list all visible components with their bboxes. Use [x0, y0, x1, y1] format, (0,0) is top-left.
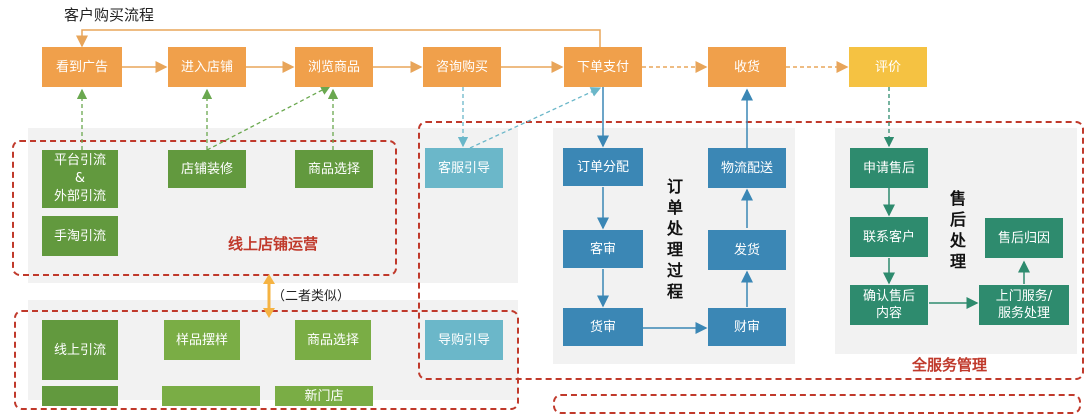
apply-after-sales-box: 申请售后: [850, 148, 928, 188]
confirm-after-sales-box: 确认售后 内容: [850, 285, 928, 325]
browse-step: 浏览商品: [295, 47, 373, 87]
goods-review-box: 货审: [563, 308, 643, 346]
similar-note: （二者类似）: [272, 289, 351, 304]
online-shop-label: 线上店铺运营: [228, 235, 319, 253]
connector-lines: [76, 29, 1030, 334]
consult-step: 咨询购买: [423, 47, 501, 87]
new-store-box: 新门店: [275, 386, 373, 406]
platform-traffic-box: 平台引流 & 外部引流: [42, 150, 118, 208]
offline-product-select-box: 商品选择: [295, 320, 371, 360]
service-guide-box: 客服引导: [425, 148, 503, 188]
order-pay-step: 下单支付: [564, 47, 642, 87]
full-service-dashed-region: [418, 121, 1084, 380]
shop-decor-box: 店铺装修: [168, 150, 246, 188]
full-service-label: 全服务管理: [912, 356, 988, 374]
offline-lower-box: [162, 386, 260, 406]
finance-review-box: 财审: [708, 308, 786, 346]
sample-display-box: 样品摆样: [164, 320, 240, 360]
receive-step: 收货: [708, 47, 786, 87]
online-dashed-region: [12, 140, 397, 276]
ship-box: 发货: [708, 230, 786, 270]
enter-shop-step: 进入店铺: [168, 47, 246, 87]
review-step: 评价: [849, 47, 927, 87]
contact-customer-box: 联系客户: [850, 217, 928, 257]
product-select-box: 商品选择: [295, 150, 373, 188]
see-ad-step: 看到广告: [42, 47, 122, 87]
taobao-traffic-box: 手淘引流: [42, 216, 118, 256]
sales-guide-box: 导购引导: [425, 320, 503, 360]
order-process-label: 订单处理过程: [666, 177, 683, 301]
order-allocate-box: 订单分配: [563, 148, 643, 186]
logistics-box: 物流配送: [708, 148, 786, 188]
after-sales-attribution-box: 售后归因: [985, 218, 1063, 258]
page-title: 客户购买流程: [64, 6, 155, 24]
offline-extra-box: [42, 386, 118, 406]
customer-review-box: 客审: [563, 230, 643, 268]
online-traffic-box: 线上引流: [42, 320, 118, 380]
onsite-service-box: 上门服务/ 服务处理: [979, 285, 1069, 325]
after-sales-label: 售后处理: [949, 189, 966, 271]
